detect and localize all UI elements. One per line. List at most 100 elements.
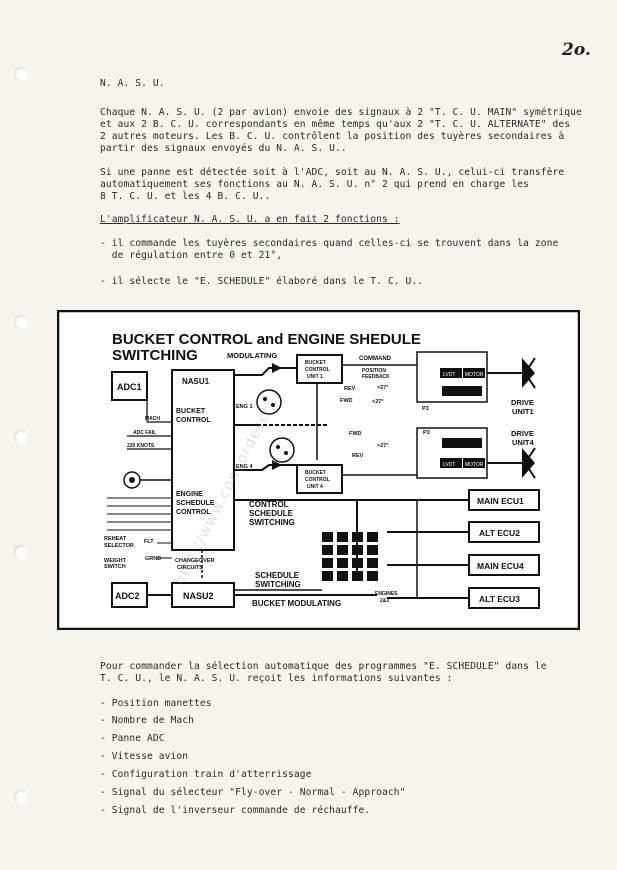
drive-unit4-label: DRIVE [511,429,534,438]
changeover-label: CHANGEOVER [175,558,214,564]
input-item: - Panne ADC [100,733,165,744]
motor1-label: MOTOR [465,372,484,378]
main-ecu4-label: MAIN ECU4 [477,561,524,571]
bcu4-label-2: CONTROL [305,477,330,483]
motor4-label: MOTOR [465,462,484,468]
binder-hole [14,430,28,444]
ssw-label: SCHEDULE [255,571,300,580]
gt27-label: >27° [377,385,389,391]
gt27-label-2: >27° [377,443,389,449]
paragraph-line: et aux 2 B. C. U. correspondants en même… [100,119,571,130]
drive-unit4-label-2: UNIT4 [512,438,534,447]
reheat-label: REHEAT [104,536,127,542]
flt-label: FLT [144,539,154,545]
bucket-modulating-label: BUCKET MODULATING [252,599,341,608]
p3-label: P3 [422,406,429,412]
nasu1-engine: ENGINE [176,491,203,498]
motor1-box [463,368,485,378]
lvdt1-label: LVDT [443,372,455,378]
binder-hole [14,315,28,329]
section-heading: N. A. S. U. [100,78,165,89]
diagram-title-2: SWITCHING [112,347,198,364]
actuator1-box [416,351,488,403]
position-feedback-label: POSITION [362,368,386,374]
input-item: - Signal du sélecteur "Fly-over - Normal… [100,787,406,798]
input-item: - Position manettes [100,698,212,709]
grnd-label: GRND [145,556,161,562]
page-number: 2o. [562,40,591,60]
eng1-label: ENG 1 [236,404,253,410]
main-ecu1-label: MAIN ECU1 [477,496,524,506]
paragraph-line: 2 autres moteurs. Les B. C. U. contrôlen… [100,131,565,142]
csw-label: CONTROL [249,500,289,509]
csw-label-3: SWITCHING [249,518,295,527]
p3-label-2: P3 [423,430,430,436]
binder-hole [14,545,28,559]
adc2-label: ADC2 [115,591,140,601]
function-item: - il sélecte le "E. SCHEDULE" élaboré da… [100,276,424,287]
input-item: - Signal de l'inverseur commande de réch… [100,805,371,816]
nasu1-box [171,369,235,551]
mach-label: MACH [145,416,160,422]
bcu1-label-2: CONTROL [305,367,330,373]
eng4-label: ENG 4 [236,464,253,470]
changeover-label-2: CIRCUITS [177,565,203,571]
lvdt1-box [440,368,462,378]
system-diagram: BUCKET CONTROL and ENGINE SHEDULE SWITCH… [56,309,581,631]
switch-gauge-1 [256,389,282,415]
weight-label: WEIGHT [104,558,127,564]
alt-ecu3-label: ALT ECU3 [479,594,520,604]
actuator4-box [416,427,488,479]
nasu1-schedule: SCHEDULE [176,500,215,507]
fwd-label-2: FWD [349,431,362,437]
diagram-title: BUCKET CONTROL and ENGINE SHEDULE [112,331,421,348]
adc1-box [111,371,148,401]
function-item: de régulation entre 0 et 21°, [100,250,283,261]
paragraph-line: T. C. U., le N. A. S. U. reçoit les info… [100,673,453,684]
bcu4-box [296,464,343,494]
paragraph-line: Si une panne est détectée soit à l'ADC, … [100,167,565,178]
rev-label: REV [344,386,356,392]
adcfail-label: ADC FAIL [133,430,156,436]
weight-label-2: SWITCH [104,564,126,570]
subheading: L'amplificateur N. A. S. U. a en fait 2 … [100,214,400,225]
nasu1-label: NASU1 [182,377,210,386]
drive-unit4-icon [522,448,535,478]
bcu4-label: BUCKET [305,470,326,476]
drive-unit1-label: DRIVE [511,398,534,407]
nasu1-bucket: BUCKET [176,408,206,415]
nasu1-control: CONTROL [176,417,211,424]
rev-label-2: REV [352,453,364,459]
paragraph-line: automatiquement ses fonctions au N. A. S… [100,179,529,190]
bcu1-label: BUCKET [305,360,326,366]
diagram-svg: BUCKET CONTROL and ENGINE SHEDULE SWITCH… [56,309,581,631]
switch-gauge-2 [269,437,295,463]
input-item: - Nombre de Mach [100,715,195,726]
lvdt4-box [440,458,462,468]
bcu1-box [296,354,343,384]
paragraph-line: Pour commander la sélection automatique … [100,661,547,672]
relay-matrix [322,532,378,581]
adc1-label: ADC1 [117,382,142,392]
engines-label-2: 2&3 [380,598,389,604]
input-item: - Configuration train d'atterrissage [100,769,312,780]
alt-ecu2-label: ALT ECU2 [479,528,520,538]
input-lines [107,497,172,531]
ssw-label-2: SWITCHING [255,580,301,589]
drive-unit1-label-2: UNIT1 [512,407,534,416]
position-feedback-label-2: FEEDBACK [362,374,390,380]
engines-label: ENGINES [375,591,398,597]
paragraph-line: 8 T. C. U. et les 4 B. C. U.. [100,191,271,202]
nasu2-label: NASU2 [183,591,214,601]
input-item: - Vitesse avion [100,751,189,762]
function-item: - il commande les tuyères secondaires qu… [100,238,559,249]
csw-label-2: SCHEDULE [249,509,294,518]
motor4-box [463,458,485,468]
fwd-label: FWD [340,398,353,404]
lvdt4-label: LVDT [443,462,455,468]
modulating-label: MODULATING [227,351,277,360]
command-label: COMMAND [359,356,392,362]
bcu1-label-3: UNIT 1 [307,374,323,380]
drive-unit1-icon [522,358,535,388]
binder-hole [14,790,28,804]
